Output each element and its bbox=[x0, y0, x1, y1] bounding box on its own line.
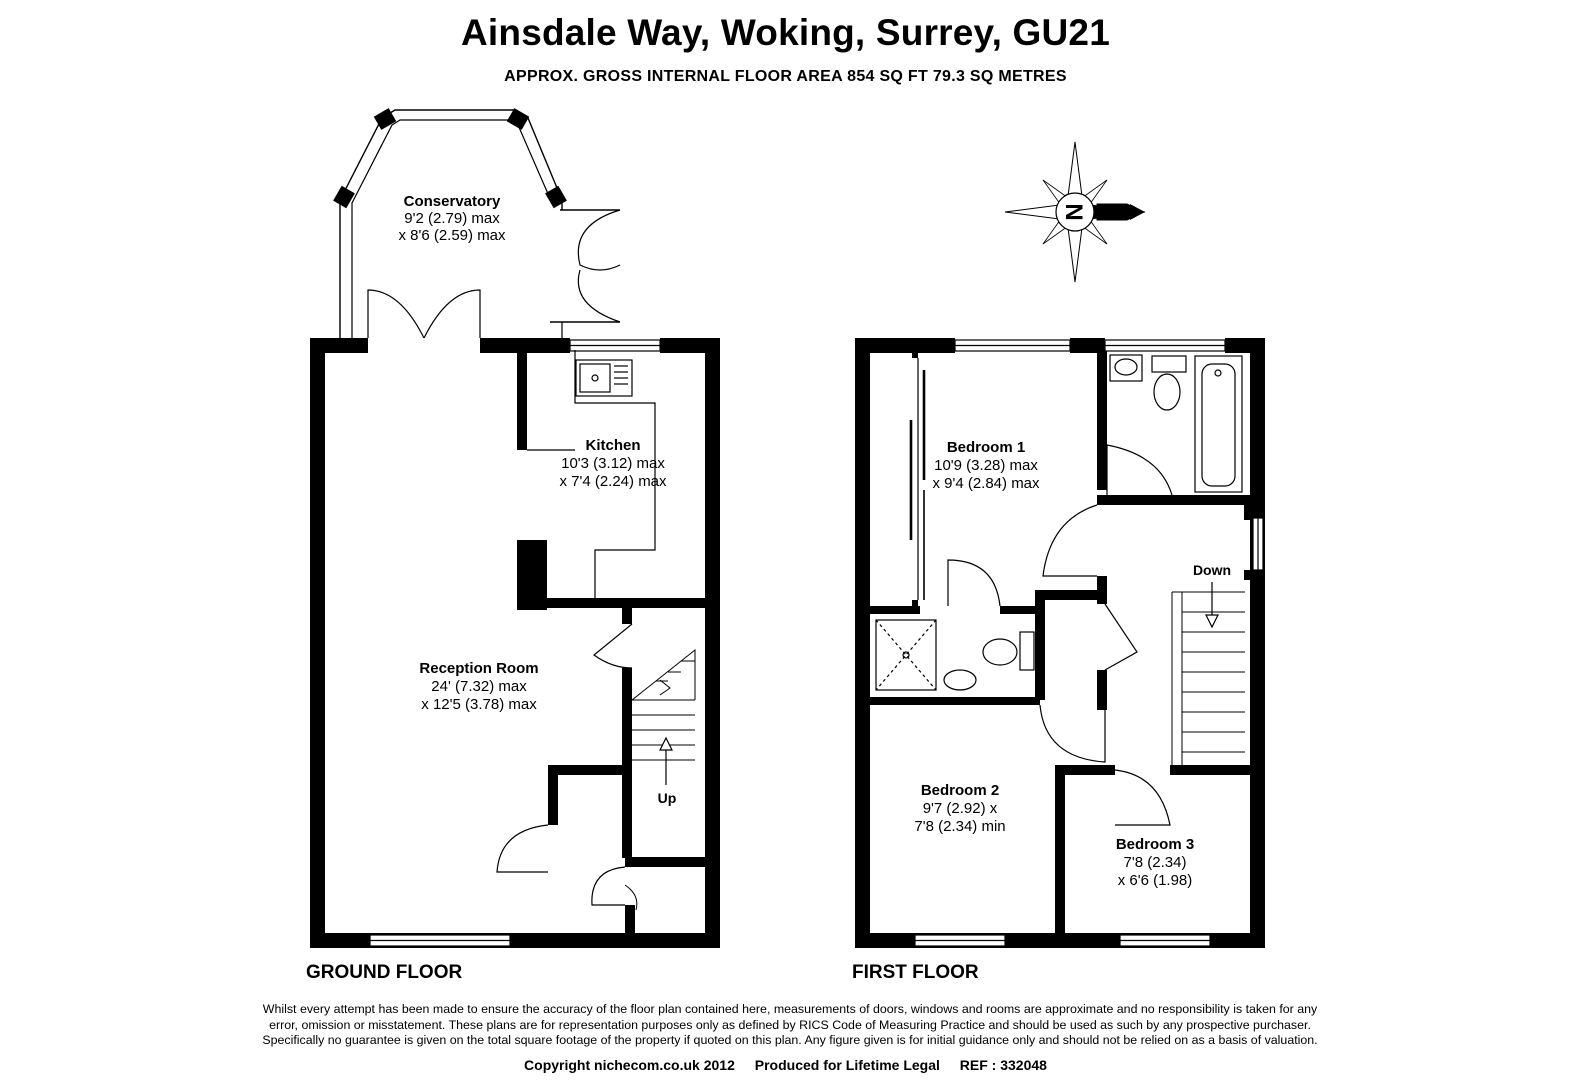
disclaimer-line-2: error, omission or misstatement. These p… bbox=[269, 1017, 1311, 1032]
room-name-bedroom3: Bedroom 3 bbox=[1116, 836, 1194, 853]
room-name-kitchen: Kitchen bbox=[585, 437, 640, 454]
room-dim1-conservatory: 9'2 (2.79) max bbox=[404, 210, 500, 227]
room-dim2-bedroom2: 7'8 (2.34) min bbox=[914, 818, 1005, 835]
ground-floor-plan bbox=[310, 338, 720, 948]
room-name-conservatory: Conservatory bbox=[404, 193, 501, 210]
floor-area-summary: APPROX. GROSS INTERNAL FLOOR AREA 854 SQ… bbox=[504, 68, 1067, 85]
room-dim2-conservatory: x 8'6 (2.59) max bbox=[398, 227, 506, 244]
room-name-reception: Reception Room bbox=[419, 660, 538, 677]
ground-floor-labels: Conservatory 9'2 (2.79) max x 8'6 (2.59)… bbox=[398, 193, 676, 806]
disclaimer-line-1: Whilst every attempt has been made to en… bbox=[262, 1002, 1318, 1016]
disclaimer: Whilst every attempt has been made to en… bbox=[190, 1002, 1390, 1049]
room-dim2-bedroom3: x 6'6 (1.98) bbox=[1118, 872, 1193, 889]
plan-title: Ainsdale Way, Woking, Surrey, GU21 bbox=[461, 12, 1110, 53]
room-dim1-bedroom3: 7'8 (2.34) bbox=[1124, 854, 1187, 871]
first-floor-details bbox=[875, 339, 1264, 947]
room-dim2-reception: x 12'5 (3.78) max bbox=[421, 696, 537, 713]
ground-floor-details bbox=[333, 108, 696, 947]
disclaimer-line-3: Specifically no guarantee is given on th… bbox=[262, 1033, 1318, 1047]
first-floor-labels: Bedroom 1 10'9 (3.28) max x 9'4 (2.84) m… bbox=[914, 439, 1231, 889]
compass-icon: N bbox=[1004, 141, 1146, 283]
room-dim1-bedroom2: 9'7 (2.92) x bbox=[923, 800, 998, 817]
room-dim1-bedroom1: 10'9 (3.28) max bbox=[934, 457, 1038, 474]
compass-letter: N bbox=[1060, 203, 1087, 220]
ground-floor-label: GROUND FLOOR bbox=[306, 962, 463, 983]
copyright-text: Copyright nichecom.co.uk 2012 bbox=[524, 1057, 735, 1073]
reference-number: REF : 332048 bbox=[959, 1057, 1047, 1073]
room-dim1-reception: 24' (7.32) max bbox=[431, 678, 527, 695]
footer: Copyright nichecom.co.uk 2012 Produced f… bbox=[0, 1057, 1571, 1073]
stairs-up-label: Up bbox=[658, 790, 677, 806]
room-name-bedroom2: Bedroom 2 bbox=[921, 782, 999, 799]
stairs-down-label: Down bbox=[1193, 562, 1231, 578]
room-dim1-kitchen: 10'3 (3.12) max bbox=[561, 455, 665, 472]
room-dim2-kitchen: x 7'4 (2.24) max bbox=[559, 473, 667, 490]
room-name-bedroom1: Bedroom 1 bbox=[947, 439, 1025, 456]
room-dim2-bedroom1: x 9'4 (2.84) max bbox=[932, 475, 1040, 492]
first-floor-label: FIRST FLOOR bbox=[852, 962, 979, 983]
produced-for-text: Produced for Lifetime Legal bbox=[754, 1057, 940, 1073]
